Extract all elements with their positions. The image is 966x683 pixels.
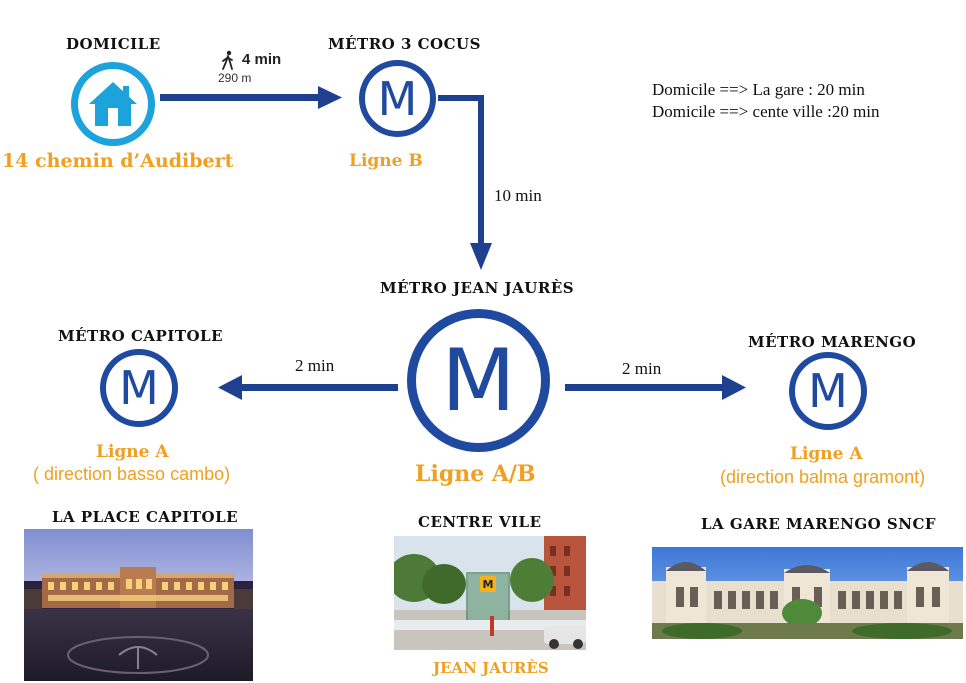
metro-cocus-icon: M xyxy=(359,60,436,137)
jaures-line: Ligne A/B xyxy=(415,461,536,487)
jaures-title: MÉTRO JEAN JAURÈS xyxy=(380,279,575,297)
photo-gare-caption: LA GARE MARENGO SNCF xyxy=(701,515,937,533)
cocus-line: Ligne B xyxy=(349,151,423,171)
photo-place-capitole xyxy=(24,529,253,681)
home-address: 14 chemin d’Audibert xyxy=(2,150,234,172)
walk-time: 4 min xyxy=(242,51,282,68)
arrow-cocus-to-jaures xyxy=(438,95,492,270)
marengo-line: Ligne A xyxy=(790,444,863,464)
photo-centre-ville: M xyxy=(394,536,586,650)
arrow-home-to-cocus xyxy=(160,86,342,109)
photo-centre-caption: CENTRE VILE xyxy=(418,513,542,531)
marengo-direction: (direction balma gramont) xyxy=(720,467,926,487)
note-gare: Domicile ==> La gare : 20 min xyxy=(652,80,865,99)
walking-person-icon xyxy=(222,50,233,70)
photo-gare-marengo xyxy=(652,547,963,639)
leg-cocus-jaures-time: 10 min xyxy=(494,186,542,205)
marengo-title: MÉTRO MARENGO xyxy=(748,333,917,351)
leg-jaures-marengo-time: 2 min xyxy=(622,359,662,378)
centre-metro-sign: M xyxy=(483,578,494,591)
capitole-title: MÉTRO CAPITOLE xyxy=(58,327,224,345)
arrow-jaures-to-marengo xyxy=(565,375,746,400)
capitole-line: Ligne A xyxy=(96,442,169,462)
home-icon xyxy=(89,82,137,126)
cocus-title: MÉTRO 3 COCUS xyxy=(328,35,481,53)
metro-capitole-icon: M xyxy=(100,349,178,427)
arrow-jaures-to-capitole xyxy=(218,375,398,400)
photo-centre-footer: JEAN JAURÈS xyxy=(433,659,549,677)
home-title: DOMICILE xyxy=(66,35,161,53)
capitole-direction: ( direction basso cambo) xyxy=(33,464,231,484)
walk-distance: 290 m xyxy=(218,71,252,85)
home-badge xyxy=(71,62,155,146)
metro-jaures-icon: M xyxy=(407,309,550,452)
note-centre-ville: Domicile ==> cente ville :20 min xyxy=(652,102,880,121)
photo-capitole-caption: LA PLACE CAPITOLE xyxy=(52,508,239,526)
metro-marengo-icon: M xyxy=(789,352,867,430)
leg-jaures-capitole-time: 2 min xyxy=(295,356,335,375)
